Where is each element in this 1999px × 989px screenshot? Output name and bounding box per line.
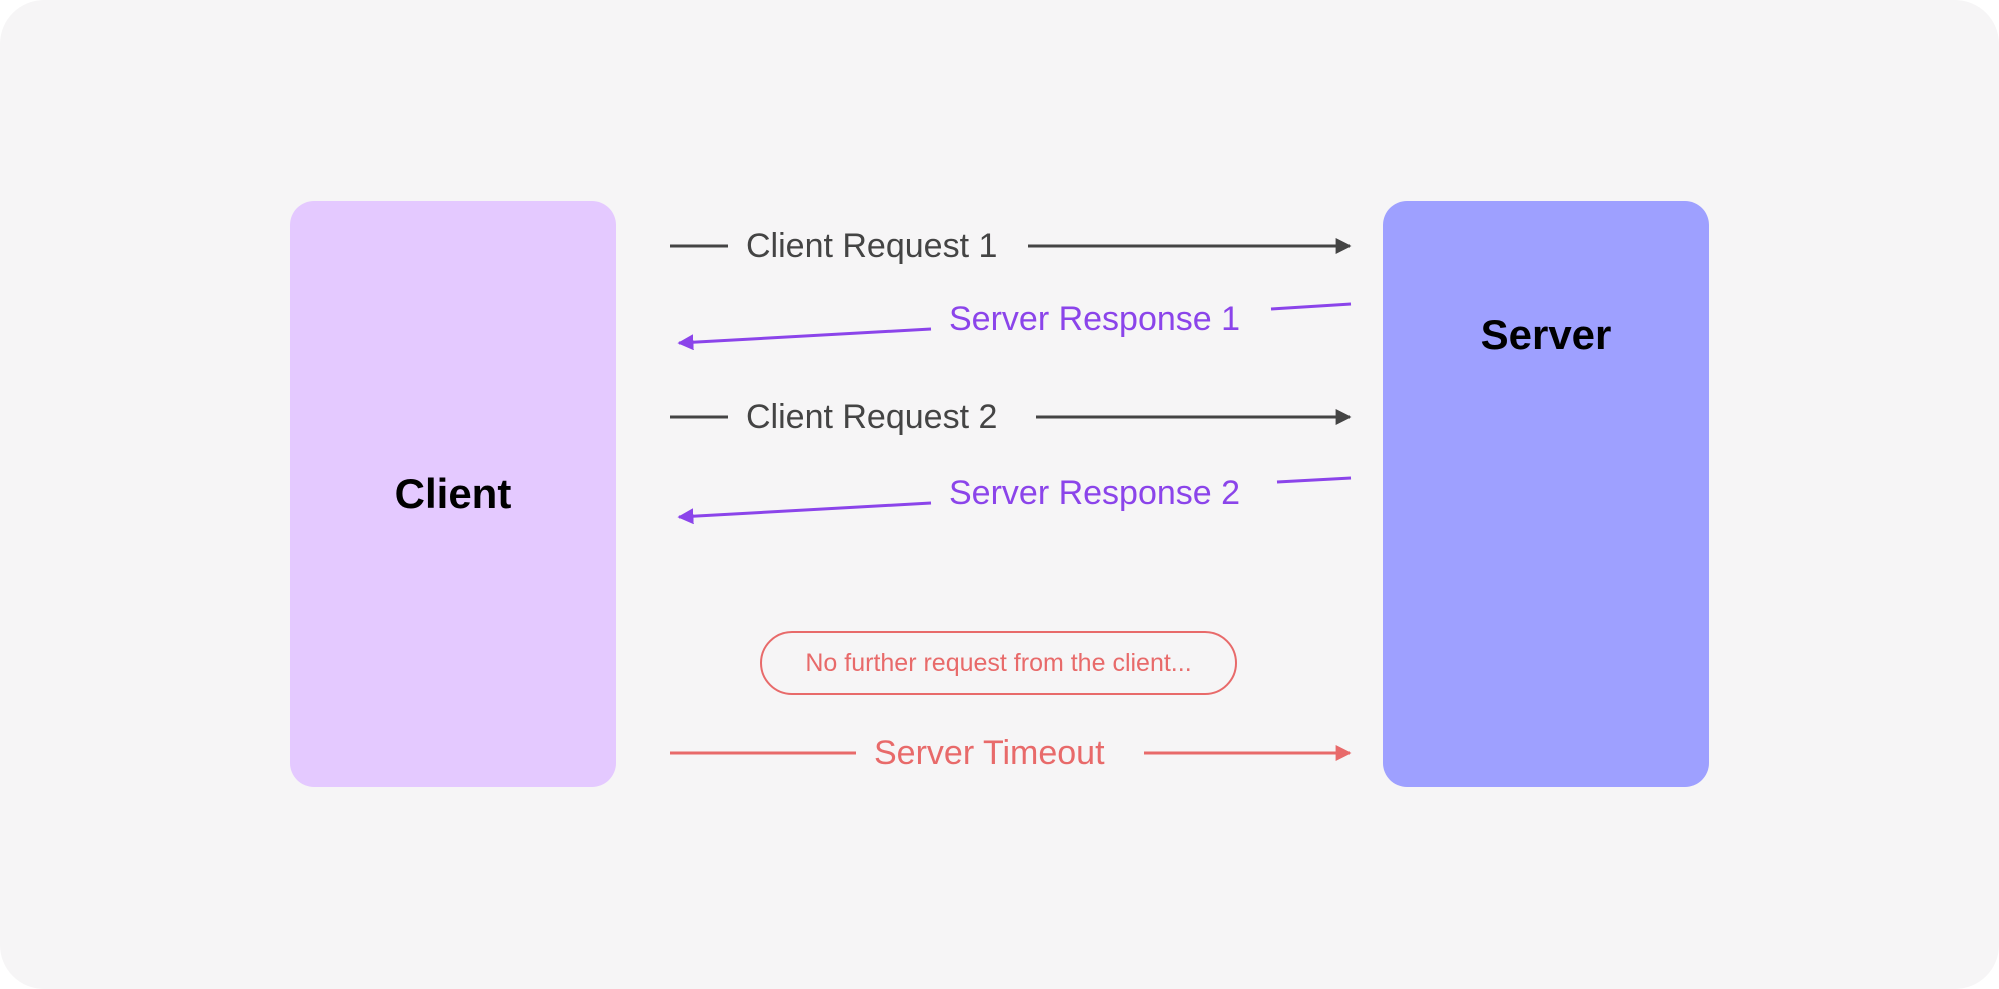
server-response-2-label: Server Response 2 — [949, 474, 1241, 512]
server-response-1-arrow — [677, 302, 1352, 351]
server-node: Server — [1383, 201, 1709, 787]
note-text: No further request from the client... — [805, 648, 1192, 677]
client-request-1-label: Client Request 1 — [746, 227, 998, 265]
client-node: Client — [290, 201, 616, 787]
server-label: Server — [1480, 311, 1612, 358]
server-response-1-label: Server Response 1 — [949, 300, 1241, 338]
no-further-request-note: No further request from the client... — [760, 631, 1237, 695]
server-response-2-arrow — [677, 476, 1352, 525]
server-timeout-label: Server Timeout — [874, 734, 1105, 772]
client-request-2-label: Client Request 2 — [746, 398, 998, 436]
client-label: Client — [394, 470, 512, 517]
